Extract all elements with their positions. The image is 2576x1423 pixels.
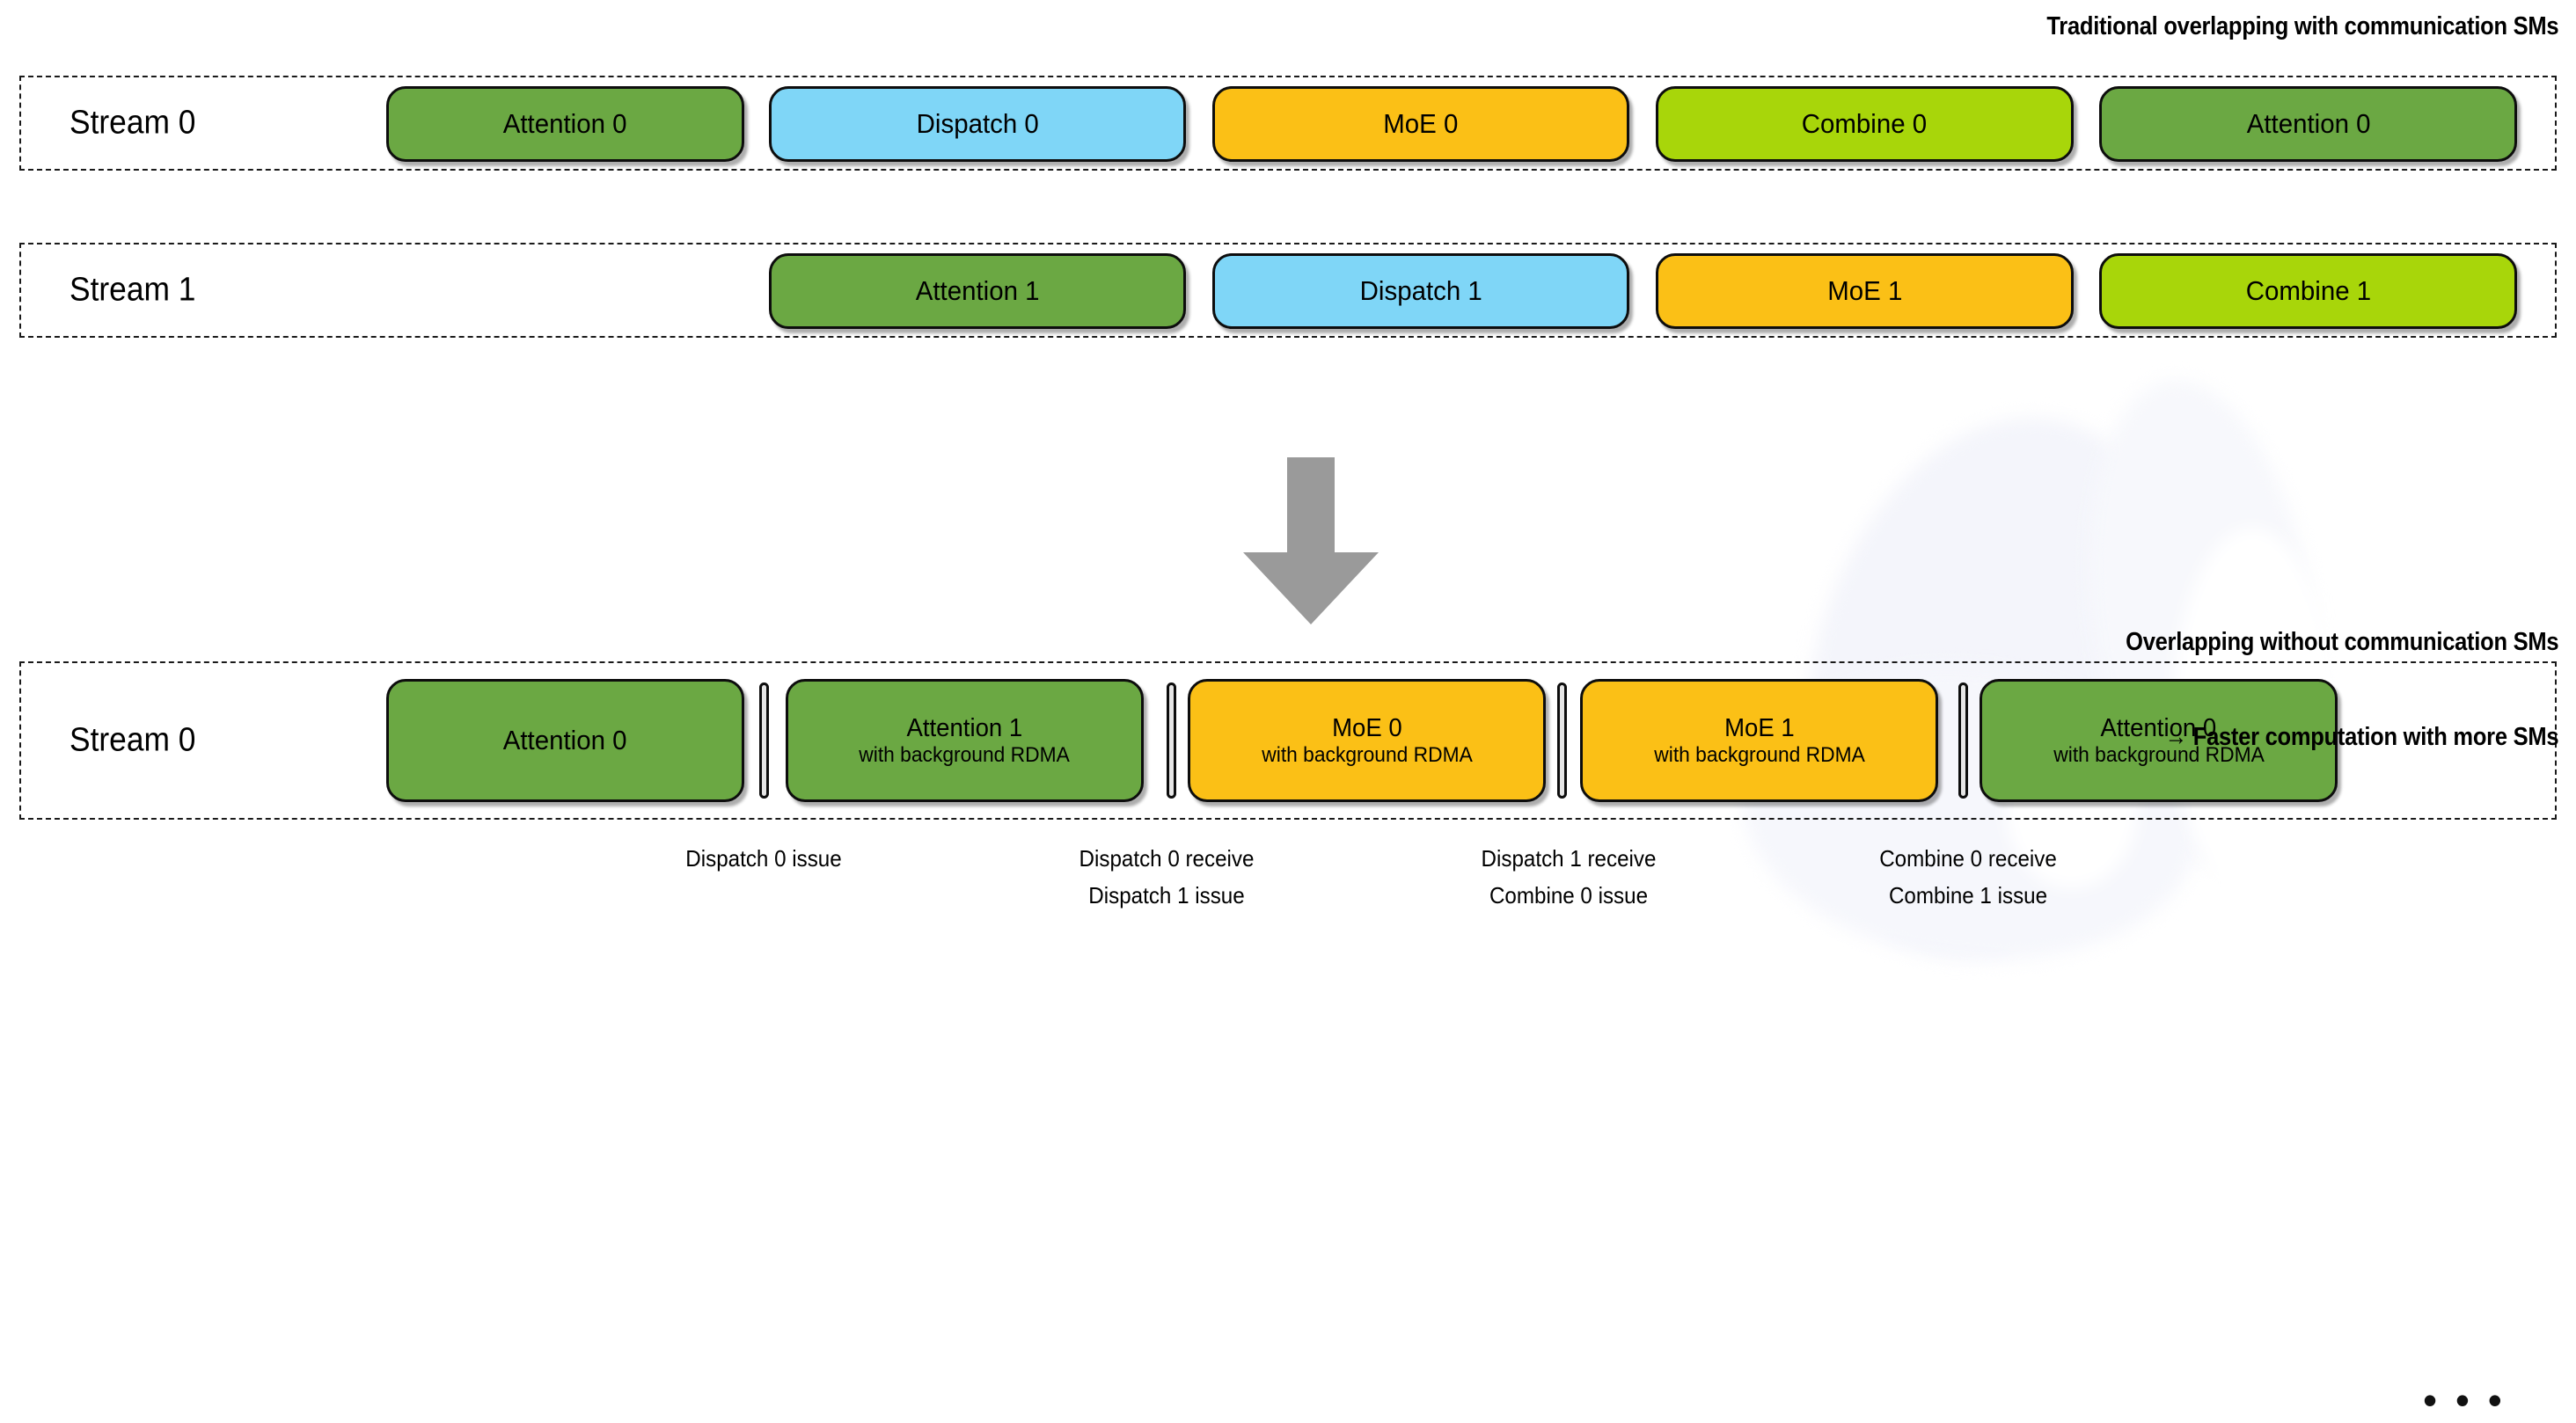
stream-0-optimized-lane-label: Stream 0 [70, 721, 196, 759]
task-box-title: Combine 1 [2245, 275, 2371, 306]
task-box-title: Dispatch 0 [916, 108, 1039, 139]
task-box-subtitle: with background RDMA [859, 742, 1070, 767]
stream-1-lane-traditional: Stream 1 Attention 1 Dispatch 1 MoE 1 Combi… [19, 243, 2557, 338]
task-box-title: Attention 0 [2246, 108, 2371, 139]
task-box-title: Attention 1 [915, 275, 1040, 306]
continuation-ellipsis: • • • [2423, 1377, 2506, 1423]
stream-separator-bar [1557, 682, 1568, 799]
task-box-title: MoE 1 [1826, 275, 1902, 306]
task-box-title: Dispatch 1 [1359, 275, 1482, 306]
stream-separator-bar [1958, 682, 1968, 799]
task-box-title: MoE 0 [1331, 713, 1402, 742]
stream-0-lane-label: Stream 0 [70, 104, 196, 142]
stream-1-lane-label: Stream 1 [70, 271, 196, 309]
down-arrow-icon [1243, 457, 1379, 624]
task-box-attention-0: Attention 0 [2099, 86, 2517, 162]
caption-line-2: Combine 0 issue [1489, 882, 1649, 909]
caption-line-1: Dispatch 0 receive [1079, 845, 1255, 872]
caption-line-1: Dispatch 1 receive [1481, 845, 1657, 872]
caption-dispatch-0-issue: Dispatch 0 issue [686, 840, 842, 877]
task-box-attention-1: Attention 1 [768, 253, 1187, 329]
task-box-subtitle: with background RDMA [1261, 742, 1473, 767]
task-box-dispatch-1: Dispatch 1 [1212, 253, 1630, 329]
stream-separator-bar [758, 682, 769, 799]
top-section-title: Traditional overlapping with communicati… [2046, 12, 2558, 40]
caption-line-2: Dispatch 1 issue [1088, 882, 1245, 909]
stream-0-lane-traditional: Stream 0 Attention 0 Dispatch 0 MoE 0 Combi… [19, 76, 2557, 171]
task-box-attention-0: Attention 0 [385, 86, 744, 162]
bottom-section-title-line1: Overlapping without communication SMs [2125, 628, 2558, 656]
task-box-title: Attention 0 [502, 725, 627, 755]
task-box-attention-0: Attention 0 [385, 679, 744, 802]
task-box-dispatch-0: Dispatch 0 [768, 86, 1187, 162]
task-box-combine-0: Combine 0 [1656, 86, 2074, 162]
task-box-moe-0: MoE 0 [1212, 86, 1630, 162]
task-box-title: Attention 0 [502, 108, 627, 139]
task-box-title: Attention 1 [906, 713, 1022, 742]
caption-line-2: Combine 1 issue [1889, 882, 2048, 909]
task-box-subtitle: with background RDMA [1654, 742, 1865, 767]
task-box-title: MoE 0 [1383, 108, 1459, 139]
task-box-combine-1: Combine 1 [2099, 253, 2517, 329]
caption-line-1: Dispatch 0 issue [685, 845, 843, 872]
bottom-section-title: Overlapping without communication SMs → … [2126, 563, 2558, 784]
task-box-moe-1: MoE 1 [1656, 253, 2074, 329]
task-box-title: MoE 1 [1724, 713, 1795, 742]
stream-separator-bar [1166, 682, 1176, 799]
caption-line-1: Combine 0 receive [1879, 845, 2057, 872]
bottom-section-title-line2: → Faster computation with more SMs [2164, 723, 2558, 751]
task-box-title: Combine 0 [1802, 108, 1928, 139]
